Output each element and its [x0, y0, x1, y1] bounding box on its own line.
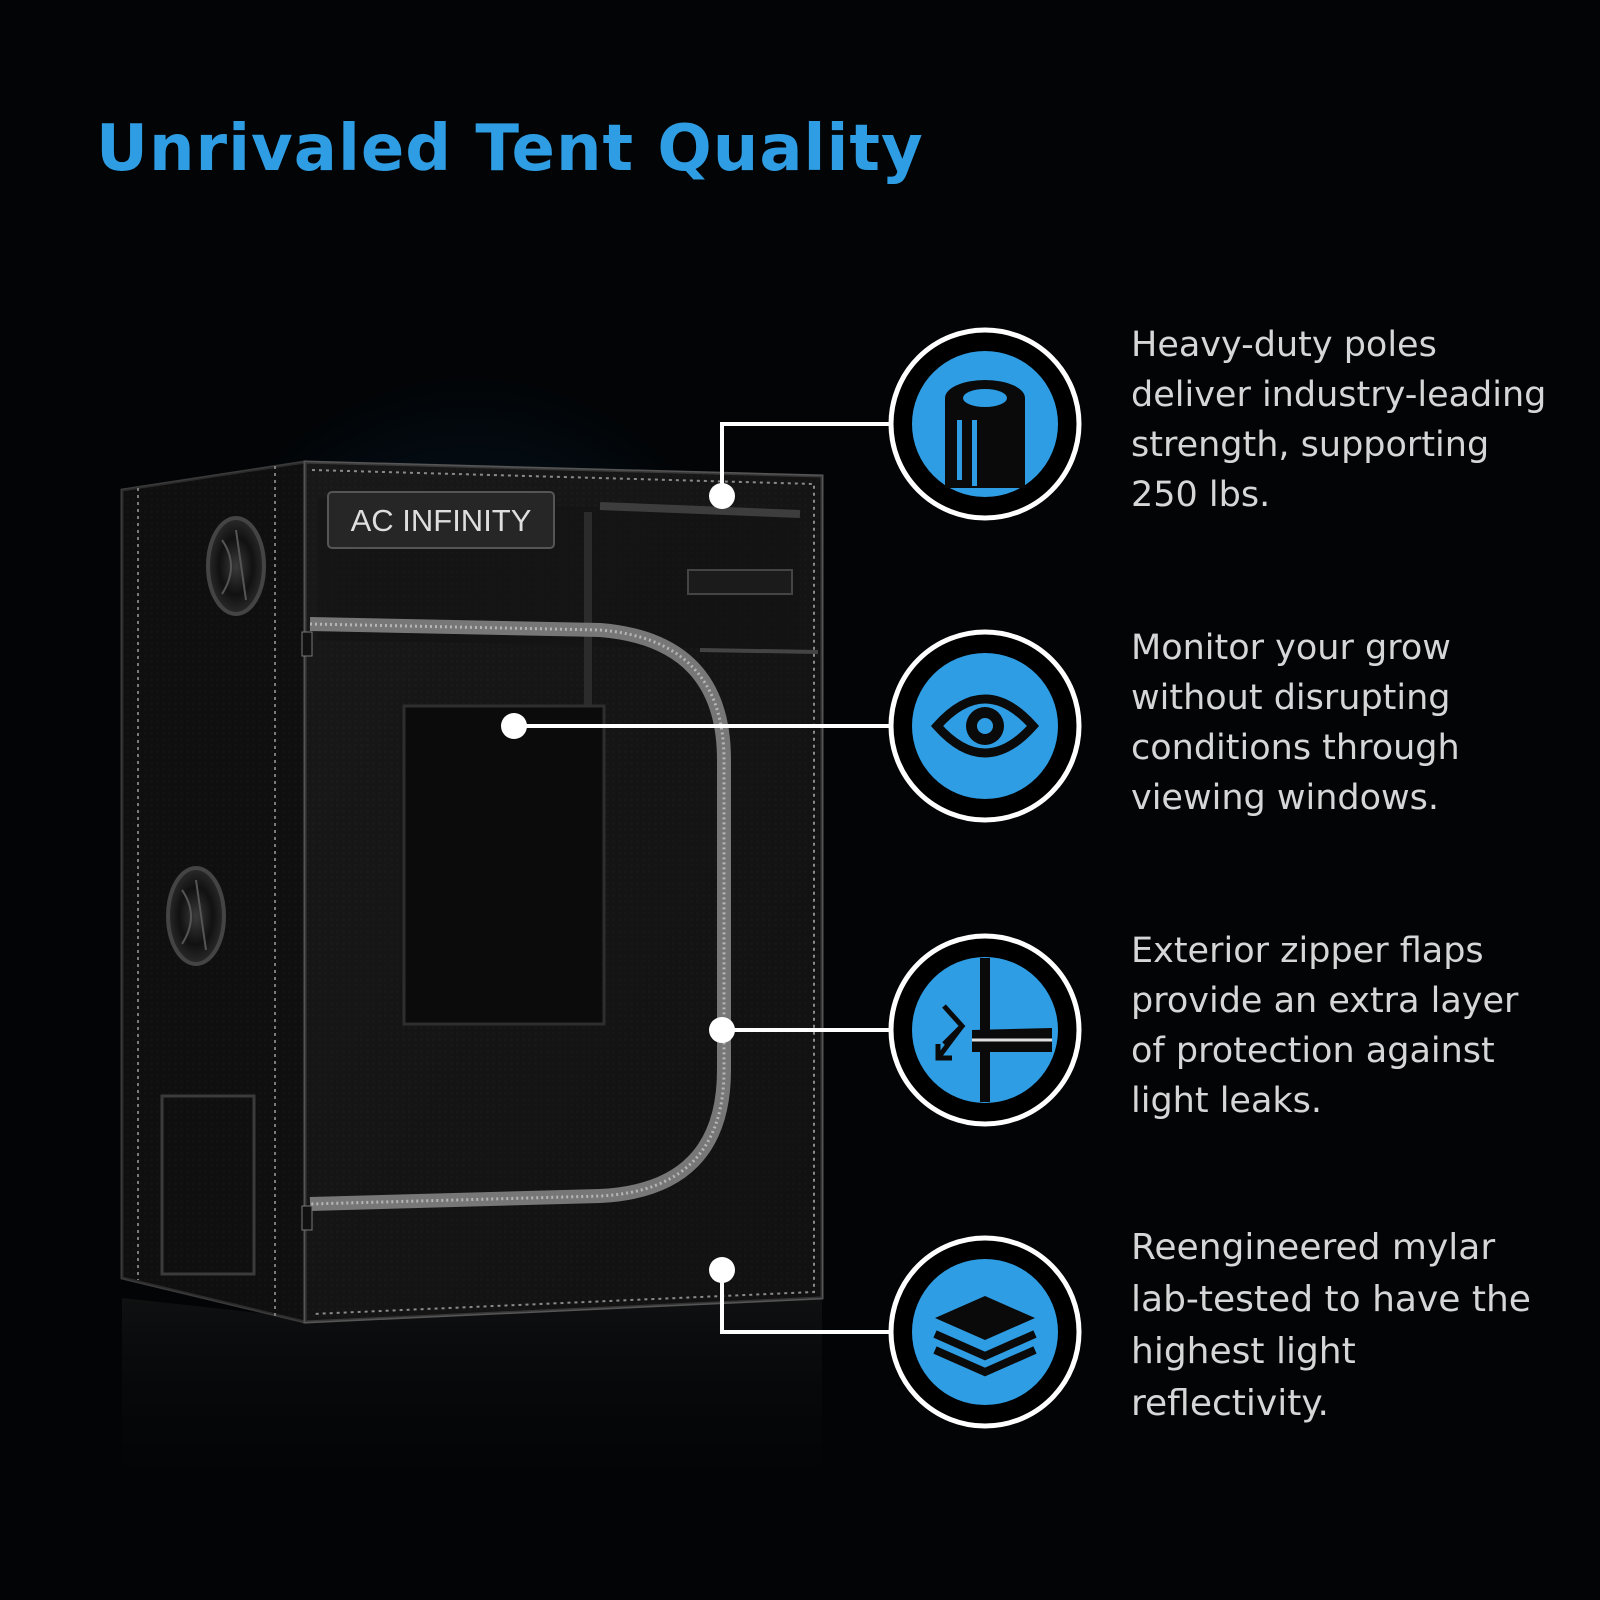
feature-text-viewing-windows: Monitor your grow without disrupting con…: [1131, 628, 1460, 818]
pole-icon: [888, 327, 1082, 521]
side-window: [160, 1094, 256, 1276]
feature-text-poles: Heavy-duty poles deliver industry-leadin…: [1131, 325, 1547, 515]
tent-reflection: [122, 1298, 822, 1540]
callout-connector-1: [709, 422, 890, 509]
callout-connector-2: [501, 713, 890, 739]
feature-text-mylar: Reengineered mylar lab-tested to have th…: [1131, 1227, 1531, 1424]
callout-connector-3: [709, 1017, 890, 1043]
layers-icon: [888, 1235, 1082, 1429]
brand-label-plate: [327, 491, 555, 549]
callout-connector-4: [709, 1257, 890, 1334]
headline: Unrivaled Tent Quality: [96, 112, 924, 186]
side-vent-port: [206, 516, 266, 616]
brand-label: AC INFINITY: [351, 503, 532, 538]
side-vent-port: [166, 866, 226, 966]
eye-icon: [888, 629, 1082, 823]
zipper-flap-icon: [888, 933, 1082, 1127]
viewing-window: [402, 704, 606, 1026]
feature-text-zipper-flaps: Exterior zipper flaps provide an extra l…: [1131, 931, 1519, 1121]
grow-tent: AC INFINITY: [120, 460, 824, 1324]
